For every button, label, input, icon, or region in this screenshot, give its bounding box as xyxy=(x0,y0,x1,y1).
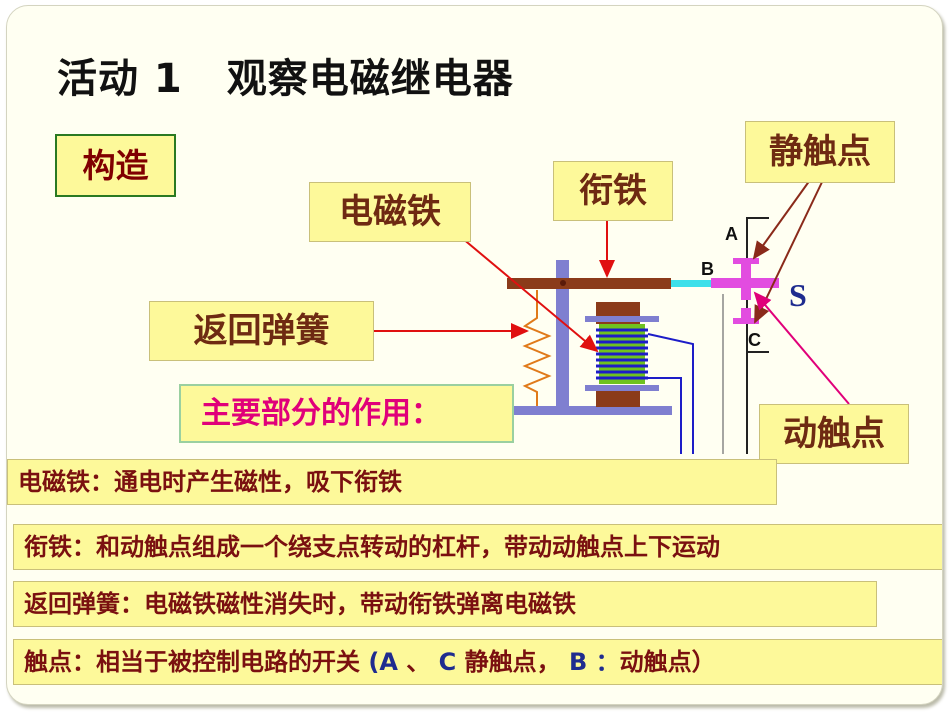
contact-a-head xyxy=(733,258,759,264)
coil-windings xyxy=(596,328,648,380)
page-title: 活动 1 观察电磁继电器 xyxy=(57,46,514,104)
title-activity: 活动 1 xyxy=(57,56,183,102)
title-heading: 观察电磁继电器 xyxy=(226,56,514,102)
core-top-flange xyxy=(585,316,659,322)
letter-c: C xyxy=(748,330,761,350)
static-contact-arrow-a xyxy=(752,179,811,260)
label-static-contact: 静触点 xyxy=(745,121,895,183)
return-spring xyxy=(522,290,552,406)
label-return-spring: 返回弹簧 xyxy=(149,301,374,361)
contact-c-head xyxy=(733,318,759,324)
function-electromagnet: 电磁铁：通电时产生磁性，吸下衔铁 xyxy=(7,459,777,505)
functions-heading: 主要部分的作用： xyxy=(179,384,514,443)
function-spring: 返回弹簧：电磁铁磁性消失时，带动衔铁弹离电磁铁 xyxy=(13,581,877,627)
contacts-before: 触点：相当于被控制电路的开关 xyxy=(24,648,360,676)
core-bottom-flange xyxy=(585,385,659,391)
letter-b: B xyxy=(701,259,714,279)
letter-s: S xyxy=(789,277,807,313)
support-post xyxy=(556,260,569,410)
contact-c-stem xyxy=(741,308,751,318)
contacts-a: (A xyxy=(368,648,398,676)
base-plate xyxy=(510,406,672,415)
coil-wire-1 xyxy=(647,333,694,454)
contact-bracket-top xyxy=(746,217,769,454)
contacts-b: B xyxy=(568,648,588,676)
contact-b-arm xyxy=(711,278,779,288)
contacts-moving: 动触点） xyxy=(619,648,716,676)
function-armature: 衔铁：和动触点组成一个绕支点转动的杠杆，带动动触点上下运动 xyxy=(13,524,942,570)
section-label: 构造 xyxy=(55,134,176,197)
electromagnet-arrow xyxy=(461,237,599,353)
coil-wire-2 xyxy=(648,377,682,454)
contacts-sep: 、 xyxy=(406,648,431,676)
moving-contact-arrow xyxy=(753,291,850,405)
contact-b-stem xyxy=(741,288,751,300)
slide: 活动 1 观察电磁继电器 构造 xyxy=(6,5,943,705)
letter-a: A xyxy=(725,224,738,244)
function-contacts: 触点：相当于被控制电路的开关 (A 、 C 静触点， B ：动触点） xyxy=(13,639,942,685)
contact-a-stem xyxy=(741,264,751,278)
armature-bar xyxy=(507,278,671,289)
contacts-static: 静触点， xyxy=(464,648,561,676)
label-moving-contact: 动触点 xyxy=(759,404,909,464)
contacts-colon: ： xyxy=(595,648,620,676)
relay-diagram: A B C S xyxy=(373,179,850,454)
contacts-c: C xyxy=(438,648,457,676)
pivot-point xyxy=(560,280,566,286)
label-armature: 衔铁 xyxy=(553,161,673,221)
core-bottom xyxy=(596,391,640,407)
label-electromagnet: 电磁铁 xyxy=(309,182,471,242)
armature-link xyxy=(671,280,713,287)
